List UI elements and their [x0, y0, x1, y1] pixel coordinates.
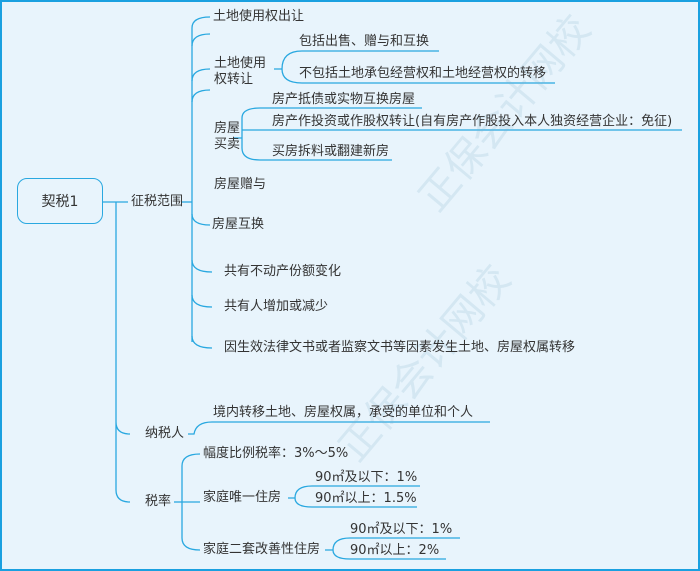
land-transfer-node-line2: 权转让 [214, 72, 254, 87]
house-sale-item: 房产抵债或实物互换房屋 [272, 92, 416, 107]
house-sale-node-line2: 买卖 [214, 137, 241, 152]
scope-item: 共有人增加或减少 [224, 299, 329, 314]
scope-item: 房屋赠与 [214, 177, 267, 192]
second-home-item: 90㎡及以下：1% [350, 522, 453, 537]
house-sale-item: 房产作投资或作股权转让(自有房产作股投入本人独资经营企业：免征) [272, 114, 673, 129]
taxpayer-node: 纳税人 [145, 426, 185, 441]
only-home-node: 家庭唯一住房 [203, 490, 282, 505]
scope-item: 房屋互换 [212, 217, 265, 232]
second-home-node: 家庭二套改善性住房 [203, 542, 321, 557]
rate-node: 税率 [145, 494, 172, 509]
house-sale-node-line1: 房屋 [214, 121, 241, 136]
scope-node: 征税范围 [131, 194, 184, 209]
taxpayer-desc: 境内转移土地、房屋权属，承受的单位和个人 [213, 405, 474, 420]
only-home-item: 90㎡以上：1.5% [315, 491, 417, 506]
house-sale-item: 买房拆料或翻建新房 [272, 144, 390, 159]
rate-range: 幅度比例税率：3%～5% [203, 446, 349, 461]
root-node: 契税1 [17, 178, 103, 224]
second-home-item: 90㎡以上：2% [350, 543, 440, 558]
scope-item: 因生效法律文书或者监察文书等因素发生土地、房屋权属转移 [224, 340, 576, 355]
land-transfer-node-line1: 土地使用 [214, 56, 267, 71]
scope-item: 共有不动产份额变化 [224, 264, 342, 279]
land-grant-node: 土地使用权出让 [213, 9, 305, 24]
only-home-item: 90㎡及以下：1% [315, 470, 418, 485]
land-transfer-item: 不包括土地承包经营权和土地经营权的转移 [299, 66, 547, 81]
land-transfer-item: 包括出售、赠与和互换 [299, 34, 430, 49]
